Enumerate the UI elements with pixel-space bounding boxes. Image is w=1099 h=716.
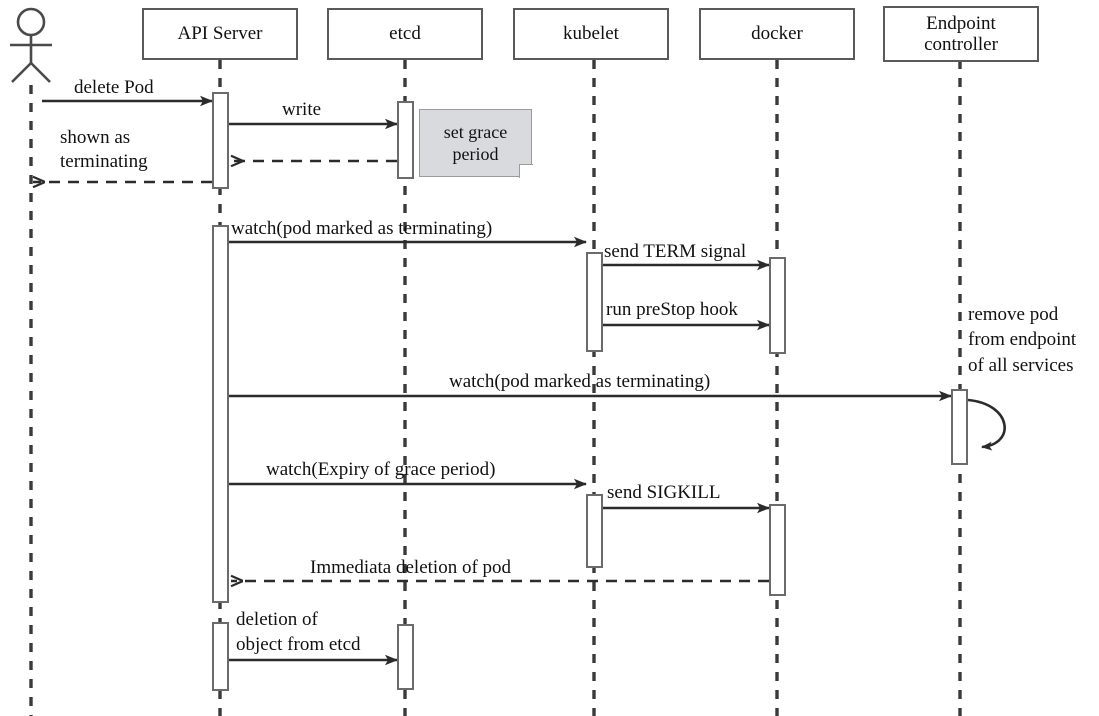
activation-bar-apiserver-1 — [212, 92, 229, 189]
activation-bar-endpoint-1 — [951, 389, 968, 465]
message-label-write: write — [282, 99, 322, 120]
activation-bar-kubelet-1 — [586, 252, 603, 352]
activation-bar-docker-1 — [769, 257, 786, 354]
message-label-watch-terminating-endpoint: watch(pod marked as terminating) — [449, 371, 711, 392]
message-label-send-sigkill: send SIGKILL — [607, 482, 721, 503]
participant-box-docker[interactable]: docker — [699, 8, 855, 60]
participant-label-apiserver: API Server — [177, 23, 263, 45]
participant-box-kubelet[interactable]: kubelet — [513, 8, 669, 60]
message-label-deletion-of-object-from-etcd: deletion of object from etcd — [236, 609, 361, 656]
message-label-send-term-signal: send TERM signal — [604, 241, 747, 262]
activation-bar-docker-2 — [769, 504, 786, 596]
activation-bar-kubelet-2 — [586, 494, 603, 568]
message-label-shown-as-terminating: shown as terminating — [60, 127, 148, 172]
note-text: set grace period — [443, 121, 508, 165]
message-label-remove-pod-from-endpoint: remove pod from endpoint of all services — [968, 304, 1077, 376]
participant-label-etcd: etcd — [389, 23, 421, 45]
participant-box-endpoint-controller[interactable]: Endpoint controller — [883, 6, 1039, 62]
actor-icon — [10, 7, 52, 83]
activation-bar-apiserver-3 — [212, 622, 229, 691]
activation-bar-etcd-2 — [397, 624, 414, 690]
activation-bar-apiserver-2 — [212, 225, 229, 603]
message-label-watch-terminating-kubelet: watch(pod marked as terminating) — [231, 218, 493, 239]
activation-bar-etcd-1 — [397, 101, 414, 179]
participant-label-kubelet: kubelet — [563, 23, 619, 45]
note-fold-corner — [519, 164, 533, 178]
participant-label-docker: docker — [751, 23, 803, 45]
message-label-watch-expiry-grace-period: watch(Expiry of grace period) — [266, 459, 496, 480]
message-arrow-self-loop-endpoint — [967, 398, 1006, 451]
message-label-run-prestop-hook: run preStop hook — [606, 299, 738, 320]
participant-box-etcd[interactable]: etcd — [327, 8, 483, 60]
participant-label-endpoint-controller: Endpoint controller — [924, 12, 998, 55]
note-set-grace-period: set grace period — [419, 109, 532, 177]
participant-box-apiserver[interactable]: API Server — [142, 8, 298, 60]
message-label-immediate-deletion-of-pod: Immediata deletion of pod — [310, 557, 512, 578]
message-label-delete-pod: delete Pod — [74, 77, 154, 98]
